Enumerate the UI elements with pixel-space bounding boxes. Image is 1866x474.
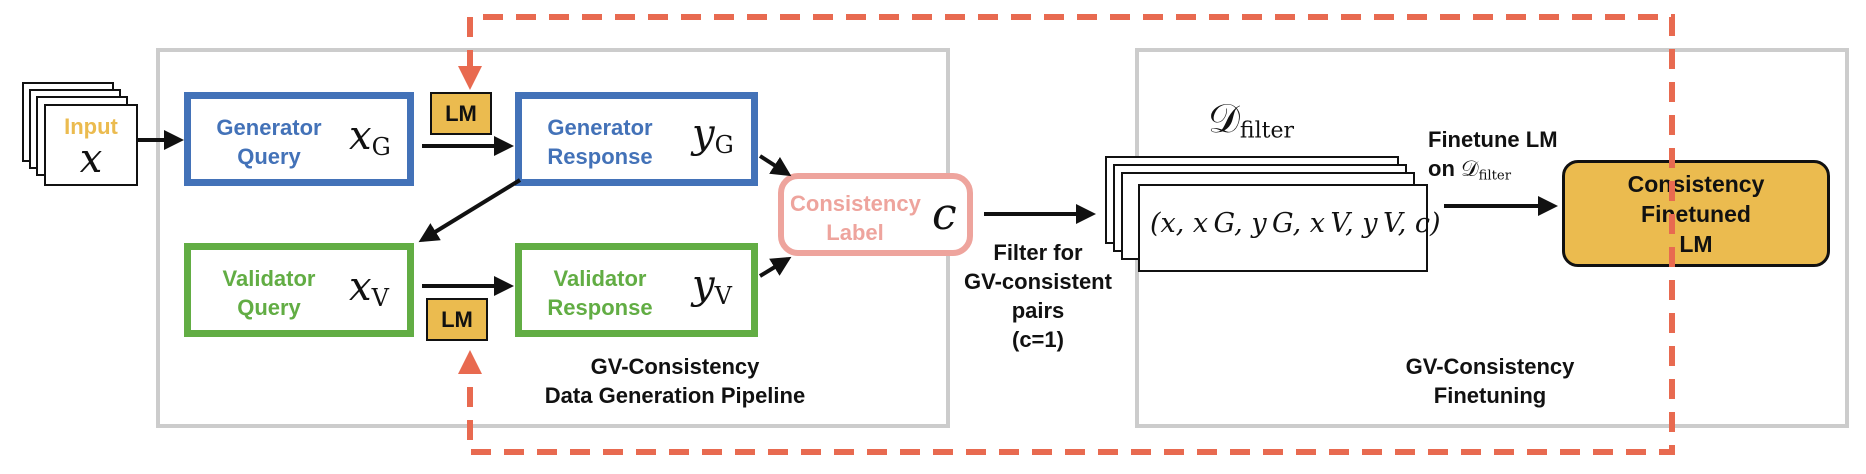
consistency-label-text: Consistency Label <box>790 189 921 247</box>
finetuned-lm-line3: LM <box>1679 230 1713 257</box>
validator-response-sub: V <box>714 282 732 310</box>
finetuned-lm-line1: Consistency <box>1627 170 1765 197</box>
validator-query-label: Validator Query <box>209 264 329 322</box>
validator-query-label-line2: Query <box>237 295 301 320</box>
finetune-caption-on: on <box>1428 156 1455 181</box>
generator-response-variable: yG <box>692 111 734 159</box>
validator-query-variable: xV <box>349 264 389 312</box>
finetune-caption-var: 𝒟 <box>1461 157 1479 182</box>
filter-caption-line1: Filter for <box>993 240 1083 265</box>
input-variable: x <box>79 136 103 182</box>
validator-query-var: x <box>349 264 372 310</box>
generator-response-var: y <box>692 111 715 157</box>
validator-response-label-line1: Validator <box>553 266 647 291</box>
finetune-caption-dataset: 𝒟filter <box>1461 157 1511 184</box>
validator-response-var: y <box>692 262 715 308</box>
validator-response-box: Validator Response yV <box>515 243 758 337</box>
lm-tag-bottom: LM <box>426 298 488 341</box>
dashed-loop-arrowhead-bottom <box>458 350 482 374</box>
finetuned-lm-label: Consistency Finetuned LM <box>1628 169 1765 259</box>
consistency-label-box: Consistency Label c <box>778 173 973 256</box>
filter-caption: Filter for GV-consistent pairs (c=1) <box>948 238 1128 354</box>
finetuning-caption-line2: Finetuning <box>1433 383 1547 408</box>
validator-query-label-line1: Validator <box>222 266 316 291</box>
input-label: Input <box>64 114 118 139</box>
dataset-name-var: 𝒟 <box>1208 96 1240 142</box>
generator-query-label-line1: Generator <box>216 115 322 140</box>
generator-response-sub: G <box>714 131 734 159</box>
generator-response-label-line1: Generator <box>547 115 653 140</box>
arrow-generator-response-to-consistency <box>758 154 792 177</box>
filter-caption-line3: pairs <box>1011 298 1065 323</box>
dataset-tuple: (x, x G, y G, x V, y V, c) <box>1150 208 1441 239</box>
finetune-caption-line1: Finetune LM <box>1428 127 1558 152</box>
pipeline-caption-line2: Data Generation Pipeline <box>544 383 806 408</box>
generator-query-label: Generator Query <box>209 113 329 171</box>
input-card: Input x <box>44 104 138 186</box>
dashed-loop-arrowhead-top <box>458 66 482 90</box>
consistency-label-line1: Consistency <box>790 191 921 216</box>
finetune-caption: Finetune LM on 𝒟filter <box>1428 125 1588 190</box>
filter-caption-line4: (c=1) <box>1012 327 1064 352</box>
consistency-label-line2: Label <box>826 220 884 245</box>
generator-response-label-line2: Response <box>547 144 653 169</box>
dashed-loop-line <box>467 14 1675 455</box>
finetuning-caption-line1: GV-Consistency <box>1405 354 1575 379</box>
validator-response-variable: yV <box>692 262 732 310</box>
validator-response-label-line2: Response <box>547 295 653 320</box>
generator-query-variable: xG <box>349 113 391 161</box>
validator-query-box: Validator Query xV <box>184 243 414 337</box>
arrow-generator-response-to-validator-query <box>418 178 522 243</box>
generator-query-label-line2: Query <box>237 144 301 169</box>
dataset-name: 𝒟filter <box>1208 96 1294 144</box>
generator-response-box: Generator Response yG <box>515 92 758 186</box>
generator-query-box: Generator Query xG <box>184 92 414 186</box>
consistency-variable: c <box>932 189 957 240</box>
lm-tag-top: LM <box>430 92 492 135</box>
finetune-caption-line2: on 𝒟filter <box>1428 154 1588 190</box>
finetuned-lm-line2: Finetuned <box>1641 200 1751 227</box>
filter-caption-line2: GV-consistent <box>964 269 1112 294</box>
finetuned-lm-box: Consistency Finetuned LM <box>1562 160 1830 267</box>
dataset-card: (x, x G, y G, x V, y V, c) <box>1138 184 1441 272</box>
generator-query-sub: G <box>371 133 391 161</box>
pipeline-caption-line1: GV-Consistency <box>590 354 760 379</box>
validator-response-label: Validator Response <box>530 264 670 322</box>
finetuning-caption: GV-Consistency Finetuning <box>1380 352 1600 410</box>
dataset-name-sub: filter <box>1239 118 1295 144</box>
pipeline-caption: GV-Consistency Data Generation Pipeline <box>500 352 850 410</box>
arrow-validator-response-to-consistency <box>758 256 792 278</box>
finetune-caption-sub: filter <box>1478 168 1511 184</box>
generator-query-var: x <box>349 113 372 159</box>
validator-query-sub: V <box>371 284 389 312</box>
generator-response-label: Generator Response <box>530 113 670 171</box>
